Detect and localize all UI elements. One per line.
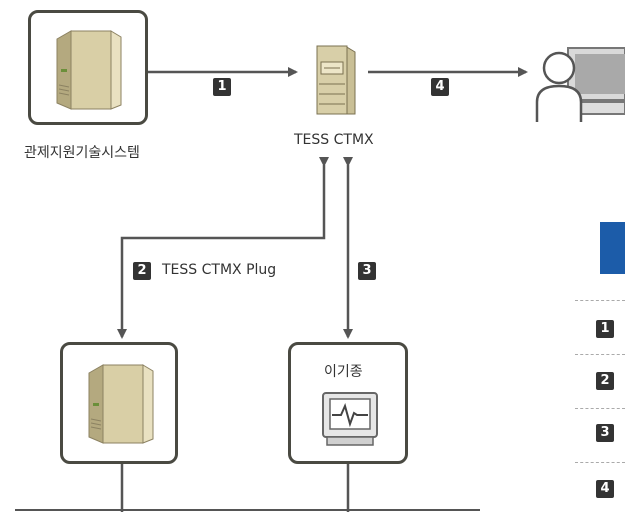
source-system-box (28, 10, 148, 125)
user-workstation-icon (535, 47, 625, 122)
legend-divider (575, 300, 625, 301)
legend-badge-3: 3 (596, 424, 614, 442)
legend-divider (575, 354, 625, 355)
gateway-label: TESS CTMX (294, 132, 374, 148)
legend-header-block (600, 222, 625, 274)
source-system-label: 관제지원기술시스템 (24, 145, 140, 161)
gateway-server-icon (316, 45, 356, 115)
legend-badge-1: 1 (596, 320, 614, 338)
step-badge-1: 1 (213, 78, 231, 96)
monitor-icon (322, 392, 378, 446)
device-box: 이기종 (288, 342, 408, 464)
step-badge-2: 2 (133, 262, 151, 280)
plug-server-box (60, 342, 178, 464)
server-icon (56, 30, 122, 110)
legend-divider (575, 408, 625, 409)
device-label: 이기종 (324, 364, 363, 380)
step-2-label: TESS CTMX Plug (162, 262, 277, 278)
legend-badge-2: 2 (596, 372, 614, 390)
legend-badge-4: 4 (596, 480, 614, 498)
step-badge-4: 4 (431, 78, 449, 96)
step-badge-3: 3 (358, 262, 376, 280)
legend-divider (575, 462, 625, 463)
arrow-step-2 (117, 157, 329, 339)
server-icon (88, 364, 154, 444)
